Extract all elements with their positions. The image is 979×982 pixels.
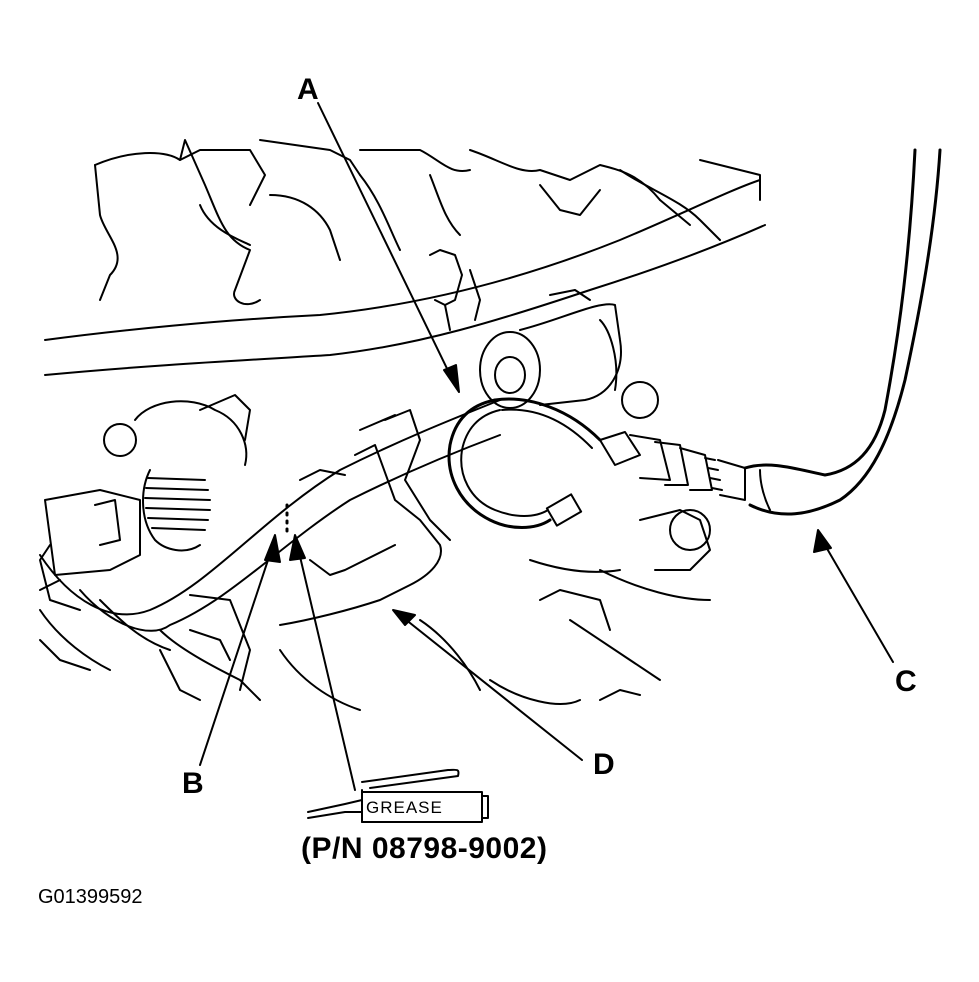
sensor-wire [447, 397, 602, 529]
lower-engine-outline [39, 469, 711, 711]
grease-label: GREASE [366, 798, 443, 817]
grease-tube-icon [307, 768, 489, 823]
sensor-connector [599, 431, 746, 501]
figure-id: G01399592 [38, 886, 143, 908]
callout-b: B [182, 767, 204, 800]
leader-lines [199, 102, 894, 791]
solenoid-valve [479, 289, 659, 419]
callout-d: D [593, 748, 615, 781]
engine-block-outline [94, 139, 761, 306]
lower-hose [39, 399, 501, 632]
callout-c: C [895, 665, 917, 698]
callout-a: A [297, 73, 319, 106]
bracket [279, 409, 451, 626]
hose-c [743, 148, 942, 516]
hose-clamp [429, 249, 481, 331]
thermostat-housing [39, 394, 251, 611]
upper-hose [44, 179, 766, 376]
part-number: (P/N 08798-9002) [301, 832, 548, 865]
